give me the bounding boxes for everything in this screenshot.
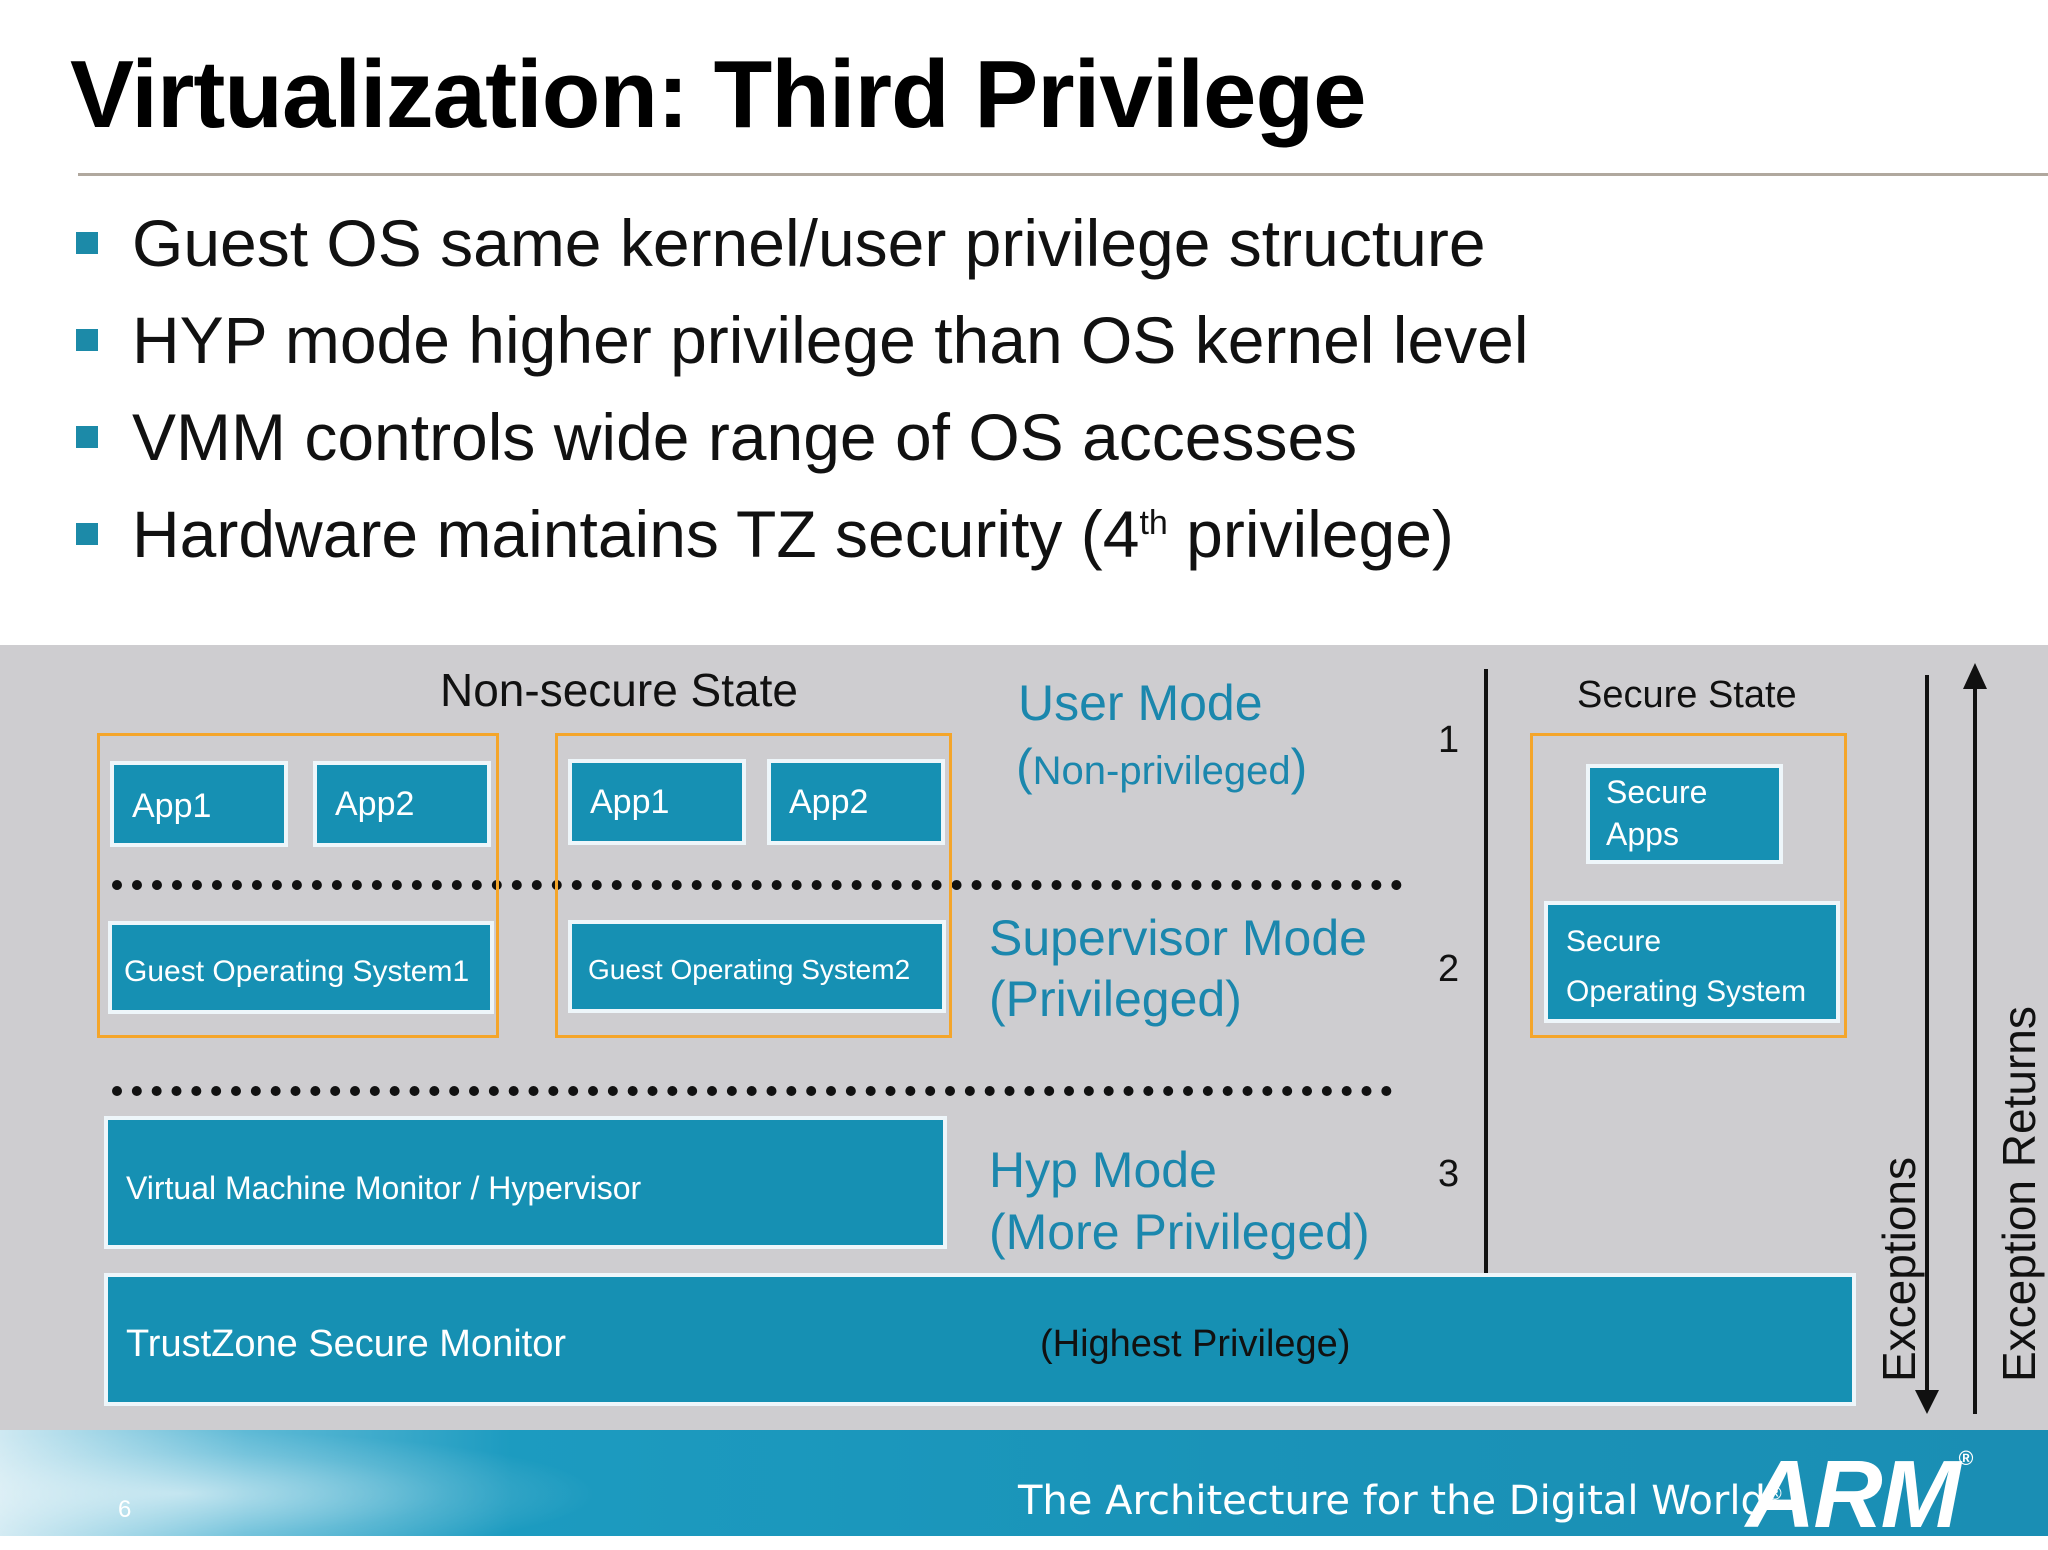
box-label: App1 xyxy=(132,787,212,825)
box-label: Guest Operating System1 xyxy=(124,955,470,988)
guest2-app1-box: App1 xyxy=(568,759,746,845)
box-label: Secure xyxy=(1566,925,1662,958)
state-divider-line xyxy=(1484,669,1488,1294)
box-label: Apps xyxy=(1606,816,1679,852)
guest-os2-box: Guest Operating System2 xyxy=(568,920,946,1013)
guest-vm1-outline xyxy=(97,733,499,1038)
level-number: 2 xyxy=(1438,948,1460,990)
secure-os-box: Secure Operating System xyxy=(1544,901,1840,1023)
bullet-item: Guest OS same kernel/user privilege stru… xyxy=(76,205,1486,281)
footer-tagline: The Architecture for the Digital World® xyxy=(1018,1478,1784,1524)
exceptions-arrow xyxy=(1925,675,1929,1395)
box-label: App2 xyxy=(789,783,869,821)
user-mode-title: User Mode xyxy=(1018,675,1263,731)
guest-vm2-outline xyxy=(555,733,952,1038)
supervisor-mode-title: Supervisor Mode xyxy=(989,910,1367,966)
page-number: 6 xyxy=(118,1496,132,1523)
bullet-item: VMM controls wide range of OS accesses xyxy=(76,399,1357,475)
bullet-text: VMM controls wide range of OS accesses xyxy=(132,400,1358,474)
superscript: th xyxy=(1139,504,1168,542)
bullet-square-icon xyxy=(76,329,98,351)
box-label: TrustZone Secure Monitor xyxy=(126,1323,566,1365)
exception-returns-arrow xyxy=(1973,687,1977,1414)
bullet-square-icon xyxy=(76,426,98,448)
supervisor-mode-subtitle: (Privileged) xyxy=(989,971,1242,1027)
user-mode-subtitle: (Non-privileged) xyxy=(1016,736,1307,802)
bullet-text: Guest OS same kernel/user privilege stru… xyxy=(132,206,1486,280)
paren: ) xyxy=(1290,739,1308,795)
guest1-app1-box: App1 xyxy=(110,761,288,847)
box-label: Virtual Machine Monitor / Hypervisor xyxy=(126,1170,642,1206)
bullet-square-icon xyxy=(76,232,98,254)
exception-returns-label: Exception Returns xyxy=(1993,1006,2045,1382)
logo-text: ARM xyxy=(1746,1441,1961,1548)
trustzone-monitor-box: TrustZone Secure Monitor (Highest Privil… xyxy=(104,1273,1856,1406)
privilege-diagram: Non-secure State Secure State User Mode … xyxy=(0,645,2048,1430)
level-number: 1 xyxy=(1438,719,1460,761)
hyp-mode-subtitle: (More Privileged) xyxy=(989,1204,1370,1260)
guest2-app2-box: App2 xyxy=(767,759,945,845)
bullet-text-part: Hardware maintains TZ security (4 xyxy=(132,497,1140,571)
bullet-item: HYP mode higher privilege than OS kernel… xyxy=(76,302,1529,378)
arm-logo: ARM® xyxy=(1746,1440,1974,1550)
bullet-text-part: privilege) xyxy=(1167,497,1454,571)
box-label: Operating System xyxy=(1566,975,1807,1008)
slide-title: Virtualization: Third Privilege xyxy=(70,41,1366,148)
bullet-item: Hardware maintains TZ security (4th priv… xyxy=(76,496,1454,572)
hypervisor-box: Virtual Machine Monitor / Hypervisor xyxy=(104,1116,947,1249)
user-mode-sub: Non-privileged xyxy=(1032,749,1291,793)
tagline-text: The Architecture for the Digital World xyxy=(1018,1478,1766,1524)
nonsecure-state-label: Non-secure State xyxy=(440,664,798,716)
exceptions-label: Exceptions xyxy=(1873,1156,1925,1382)
globe-graphic xyxy=(0,1430,600,1536)
secure-apps-box: Secure Apps xyxy=(1586,764,1783,864)
highest-privilege-label: (Highest Privilege) xyxy=(1040,1323,1351,1365)
box-label: Guest Operating System2 xyxy=(588,954,911,985)
box-label: Secure xyxy=(1606,774,1708,810)
arrow-up-icon xyxy=(1963,663,1987,689)
title-divider xyxy=(78,173,2048,176)
arrow-down-icon xyxy=(1915,1390,1939,1414)
user-supervisor-separator xyxy=(112,880,1402,890)
bullet-text: Hardware maintains TZ security (4th priv… xyxy=(132,496,1454,572)
secure-world-outline xyxy=(1530,733,1847,1038)
registered-mark: ® xyxy=(1958,1448,1974,1470)
paren: ( xyxy=(1016,739,1033,795)
registered-mark: ® xyxy=(1765,1483,1784,1505)
secure-state-label: Secure State xyxy=(1577,674,1797,716)
hyp-mode-title: Hyp Mode xyxy=(989,1142,1217,1198)
guest1-app2-box: App2 xyxy=(313,761,491,847)
guest-os1-box: Guest Operating System1 xyxy=(108,921,494,1014)
box-label: App1 xyxy=(590,783,670,821)
bullet-text: HYP mode higher privilege than OS kernel… xyxy=(132,303,1529,377)
bullet-square-icon xyxy=(76,523,98,545)
level-number: 3 xyxy=(1438,1153,1460,1195)
box-label: App2 xyxy=(335,785,415,823)
supervisor-hyp-separator xyxy=(112,1086,1392,1096)
